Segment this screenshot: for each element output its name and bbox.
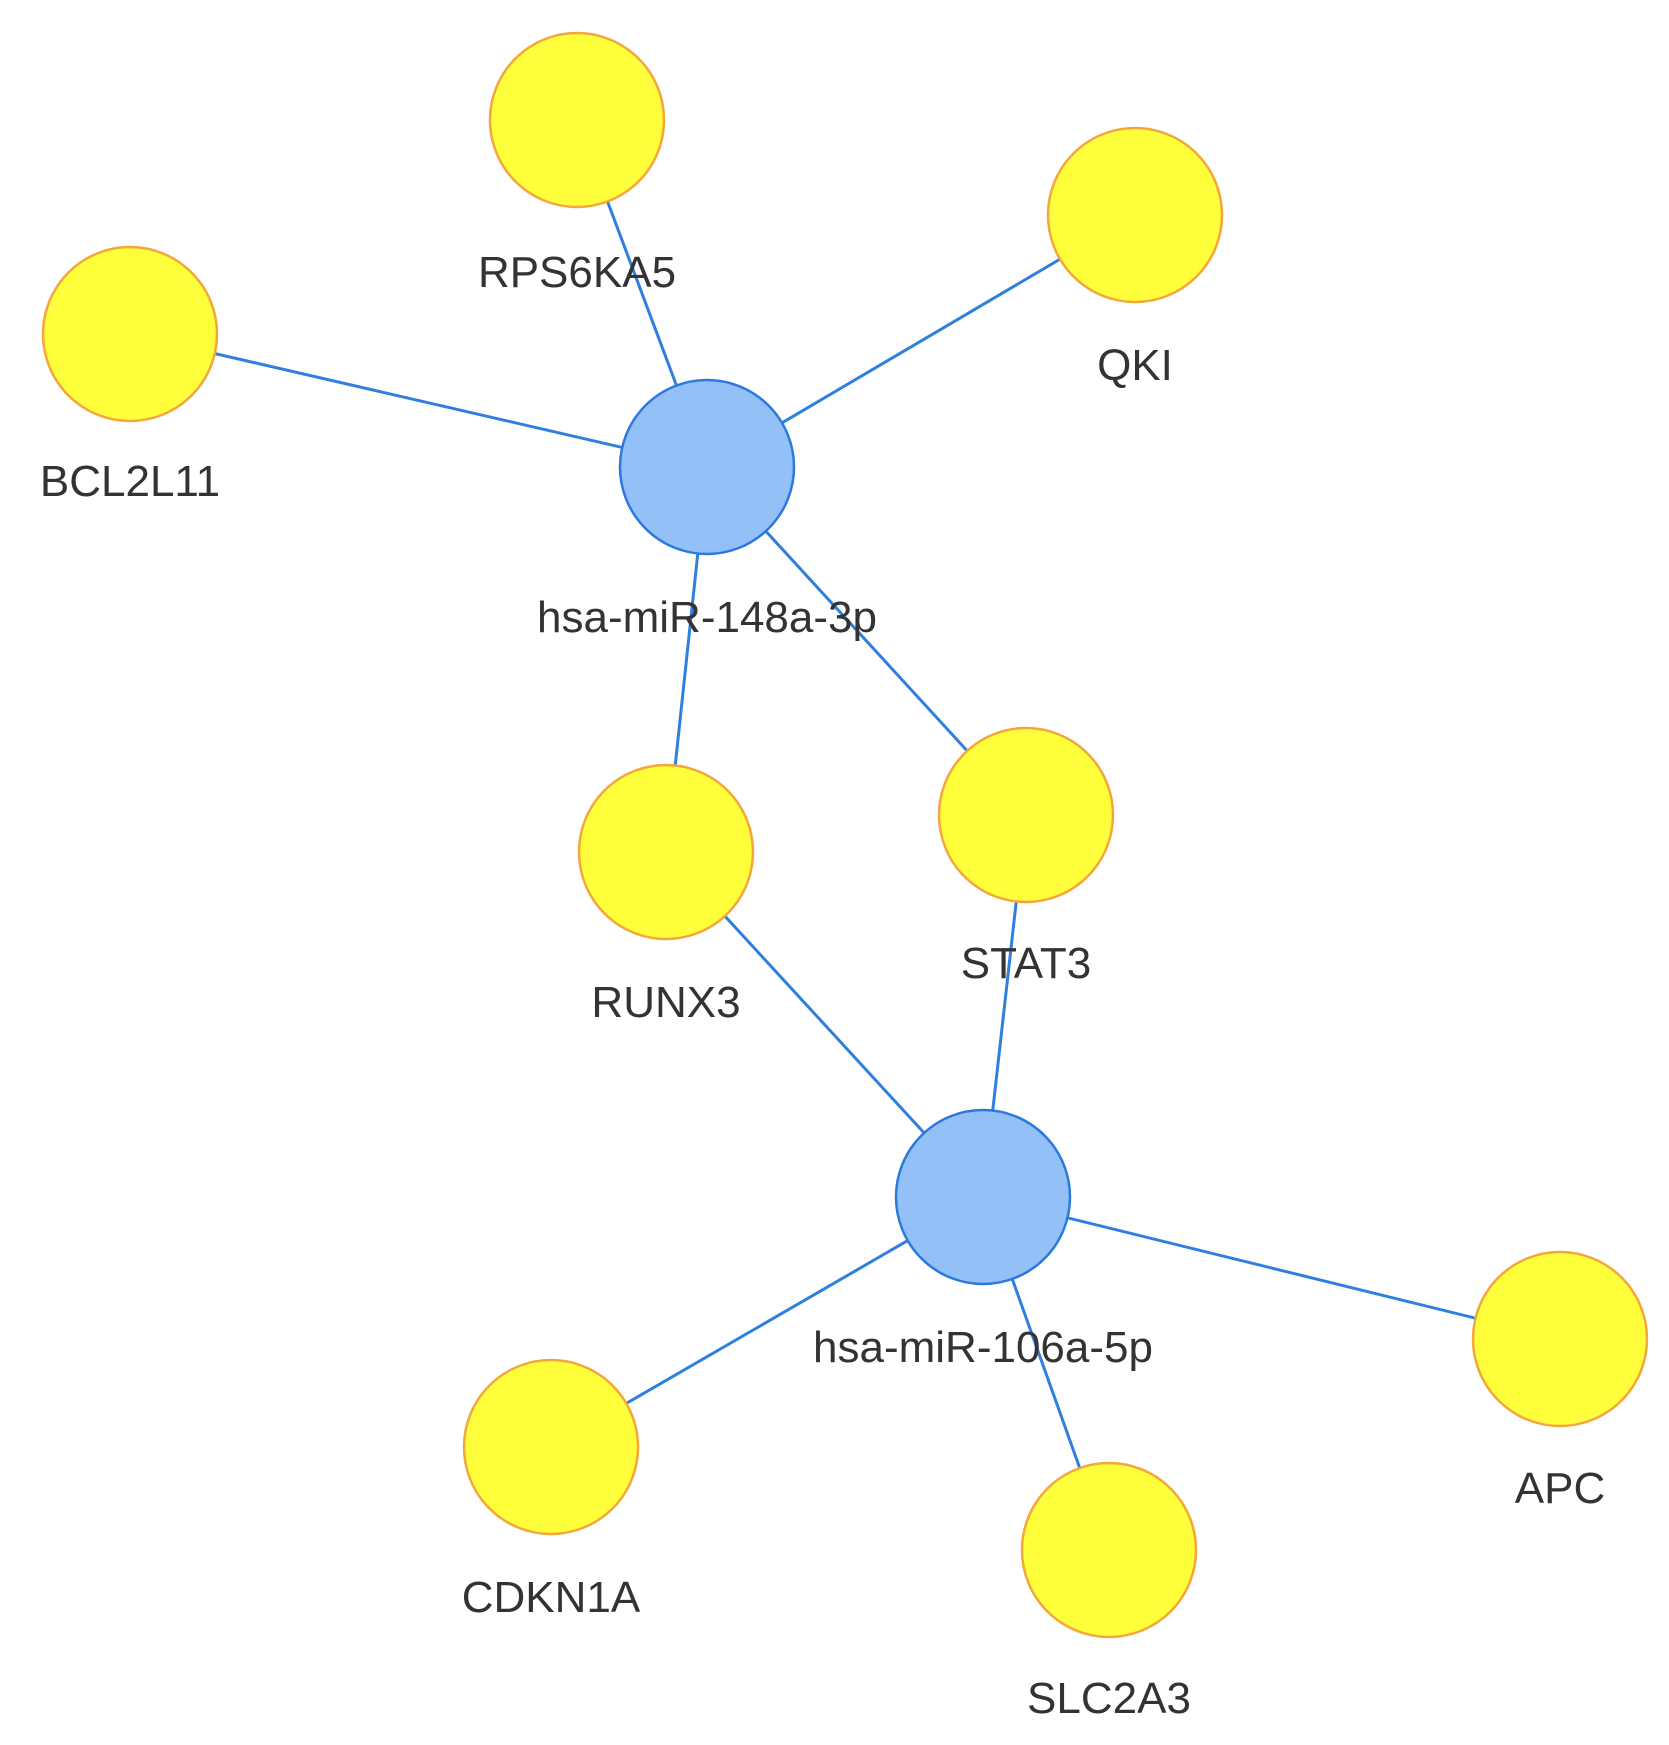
edge-mir148-bcl2l11 bbox=[129, 332, 708, 469]
node-label-stat3: STAT3 bbox=[961, 939, 1091, 988]
node-label-qki: QKI bbox=[1097, 341, 1173, 390]
node-stat3[interactable] bbox=[937, 726, 1115, 904]
node-label-bcl2l11: BCL2L11 bbox=[40, 457, 220, 506]
nodes-layer bbox=[41, 31, 1649, 1639]
node-label-cdkn1a: CDKN1A bbox=[462, 1573, 641, 1622]
node-label-apc: APC bbox=[1515, 1464, 1605, 1513]
edge-mir106-apc bbox=[982, 1195, 1561, 1341]
node-cdkn1a[interactable] bbox=[462, 1358, 640, 1536]
node-bcl2l11[interactable] bbox=[41, 245, 219, 423]
node-apc[interactable] bbox=[1471, 1250, 1649, 1428]
node-rps6ka5[interactable] bbox=[488, 31, 666, 209]
node-runx3[interactable] bbox=[577, 763, 755, 941]
node-label-mir148: hsa-miR-148a-3p bbox=[537, 593, 877, 642]
node-label-rps6ka5: RPS6KA5 bbox=[478, 248, 676, 297]
node-label-runx3: RUNX3 bbox=[591, 978, 740, 1027]
labels-layer: hsa-miR-148a-3p hsa-miR-106a-5p RPS6KA5QKI… bbox=[40, 248, 1605, 1723]
node-mir106[interactable] bbox=[894, 1108, 1072, 1286]
node-qki[interactable] bbox=[1046, 126, 1224, 304]
node-slc2a3[interactable] bbox=[1020, 1461, 1198, 1639]
node-mir148[interactable] bbox=[618, 378, 796, 556]
node-label-slc2a3: SLC2A3 bbox=[1027, 1674, 1191, 1723]
node-label-mir106: hsa-miR-106a-5p bbox=[813, 1323, 1153, 1372]
